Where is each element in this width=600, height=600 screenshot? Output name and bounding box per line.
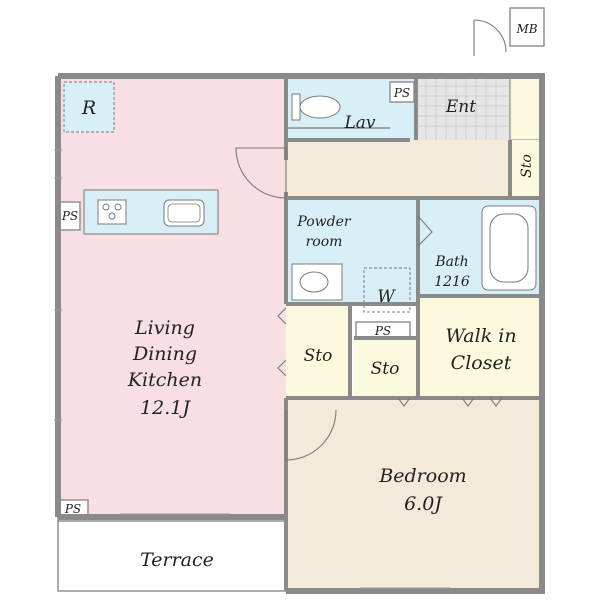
room-walkin-closet — [418, 296, 542, 398]
label-terrace: Terrace — [140, 549, 214, 571]
room-bedroom — [286, 398, 542, 591]
label-sto-mid: Sto — [371, 359, 400, 379]
label-bath-line1: Bath — [434, 254, 468, 270]
stove-icon — [97, 199, 127, 225]
label-bedroom-line2: 6.0J — [404, 493, 443, 515]
label-bedroom-line1: Bedroom — [378, 465, 466, 487]
label-ps-left: PS — [61, 209, 78, 223]
label-walkin-line1: Walk in — [445, 325, 516, 347]
door-swing-icon — [235, 19, 507, 461]
label-walkin-line2: Closet — [451, 352, 512, 374]
basin-icon — [291, 263, 343, 301]
terrace-area — [57, 516, 287, 592]
label-powder-line1: Powder — [296, 214, 352, 230]
label-ent: Ent — [445, 97, 476, 117]
label-living-line2: Dining — [132, 343, 197, 365]
room-living-dining-kitchen — [58, 76, 286, 517]
label-ps-bottom: PS — [64, 502, 81, 516]
label-lav: Lav — [343, 113, 375, 133]
label-living-line3: Kitchen — [127, 369, 202, 391]
room-hallway — [286, 140, 510, 198]
label-bath-line2: 1216 — [434, 274, 470, 290]
room-storage-middle — [354, 338, 418, 398]
label-living-line1: Living — [134, 317, 195, 339]
label-w: W — [377, 287, 396, 307]
label-living-line4: 12.1J — [140, 397, 191, 419]
room-storage-left — [286, 304, 350, 398]
r-box — [63, 81, 115, 133]
interior-walls — [284, 76, 542, 591]
label-powder-line2: room — [306, 234, 343, 250]
bathtub-icon — [481, 205, 537, 291]
label-ps-top: PS — [393, 86, 410, 100]
label-sto-left: Sto — [304, 346, 333, 366]
label-ps-middle: PS — [374, 324, 391, 338]
room-entrance — [416, 76, 510, 140]
sink-icon — [163, 199, 205, 227]
label-r: R — [81, 97, 96, 119]
shoe-storage — [509, 75, 543, 141]
toilet-icon — [291, 93, 341, 121]
label-mb: MB — [515, 22, 537, 36]
room-hall-storage — [510, 140, 542, 198]
window-marks — [54, 149, 450, 589]
label-sto-hall: Sto — [519, 154, 535, 178]
entrance-tile-pattern — [416, 76, 510, 140]
washing-machine-icon — [363, 267, 411, 313]
mb-box — [509, 7, 545, 47]
